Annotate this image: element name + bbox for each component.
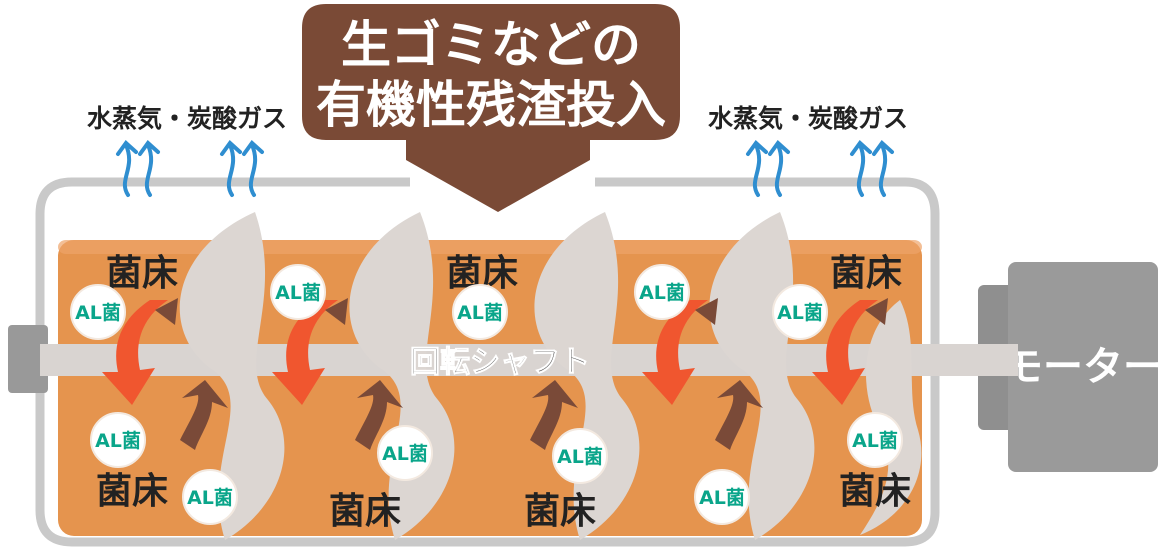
input-banner: 生ゴミなどの 有機性残渣投入 bbox=[302, 4, 680, 212]
svg-text:AL菌: AL菌 bbox=[777, 301, 823, 324]
upward-flow-arrow bbox=[715, 380, 763, 450]
bacteria-badge: AL菌 bbox=[90, 412, 146, 468]
downward-flow-arrow bbox=[102, 300, 168, 405]
emission-label-left: 水蒸気・炭酸ガス bbox=[87, 104, 287, 133]
steam-arrow-icon bbox=[116, 140, 138, 197]
svg-text:AL菌: AL菌 bbox=[382, 442, 428, 465]
svg-text:AL菌: AL菌 bbox=[639, 281, 685, 304]
svg-text:AL菌: AL菌 bbox=[557, 445, 603, 468]
shaft-left-stub bbox=[8, 325, 48, 393]
downward-flow-arrow bbox=[272, 300, 338, 405]
bacteria-badge: AL菌 bbox=[377, 425, 433, 481]
upward-flow-arrow bbox=[180, 380, 228, 450]
fungal-bed-label: 菌床 bbox=[839, 471, 911, 512]
bacteria-badge: AL菌 bbox=[634, 264, 690, 320]
bacteria-badge: AL菌 bbox=[552, 428, 608, 484]
bacteria-badge: AL菌 bbox=[452, 284, 508, 340]
bacteria-badge: AL菌 bbox=[70, 284, 126, 340]
steam-arrow-icon bbox=[138, 140, 160, 197]
steam-arrow-icon bbox=[850, 140, 872, 197]
upward-flow-accent bbox=[695, 298, 718, 325]
bacteria-badge: AL菌 bbox=[847, 412, 903, 468]
emission-label-right: 水蒸気・炭酸ガス bbox=[708, 104, 908, 133]
fungal-bed-label: 菌床 bbox=[524, 491, 596, 532]
downward-flow-arrow bbox=[812, 300, 878, 405]
mixing-paddle bbox=[179, 212, 285, 540]
tank-outline bbox=[35, 177, 940, 547]
fungal-bed-highlight bbox=[58, 240, 922, 254]
input-banner-line1: 生ゴミなどの bbox=[341, 16, 641, 74]
mixing-paddle bbox=[534, 212, 640, 540]
steam-arrow-icon bbox=[220, 140, 242, 197]
steam-arrow-icon bbox=[746, 140, 768, 197]
steam-arrow-icon bbox=[242, 140, 264, 197]
shaft-label: 回転シャフト bbox=[410, 345, 590, 380]
motor-label: モーター bbox=[1003, 344, 1161, 390]
upward-flow-arrow bbox=[530, 380, 578, 450]
upward-flow-accent bbox=[325, 298, 348, 325]
bacteria-badge: AL菌 bbox=[182, 469, 238, 525]
steam-arrow-icon bbox=[768, 140, 790, 197]
fungal-bed-label: 菌床 bbox=[96, 471, 168, 512]
upward-flow-accent bbox=[155, 298, 178, 325]
bacteria-badge: AL菌 bbox=[270, 264, 326, 320]
bacteria-badge: AL菌 bbox=[772, 284, 828, 340]
steam-arrow-icon bbox=[872, 140, 894, 197]
fungal-bed-label: 菌床 bbox=[329, 491, 401, 532]
svg-text:AL菌: AL菌 bbox=[699, 486, 745, 509]
bacteria-badge: AL菌 bbox=[694, 469, 750, 525]
svg-text:AL菌: AL菌 bbox=[457, 301, 503, 324]
fungal-bed-label: 菌床 bbox=[830, 253, 902, 294]
upward-flow-accent bbox=[865, 298, 888, 325]
downward-flow-arrow bbox=[642, 300, 708, 405]
upward-flow-arrow bbox=[355, 380, 403, 450]
svg-text:AL菌: AL菌 bbox=[852, 429, 898, 452]
fungal-bed-label: 菌床 bbox=[106, 253, 178, 294]
svg-text:AL菌: AL菌 bbox=[275, 281, 321, 304]
input-banner-line2: 有機性残渣投入 bbox=[316, 76, 666, 134]
svg-text:AL菌: AL菌 bbox=[95, 429, 141, 452]
svg-text:AL菌: AL菌 bbox=[187, 486, 233, 509]
svg-text:AL菌: AL菌 bbox=[75, 301, 121, 324]
